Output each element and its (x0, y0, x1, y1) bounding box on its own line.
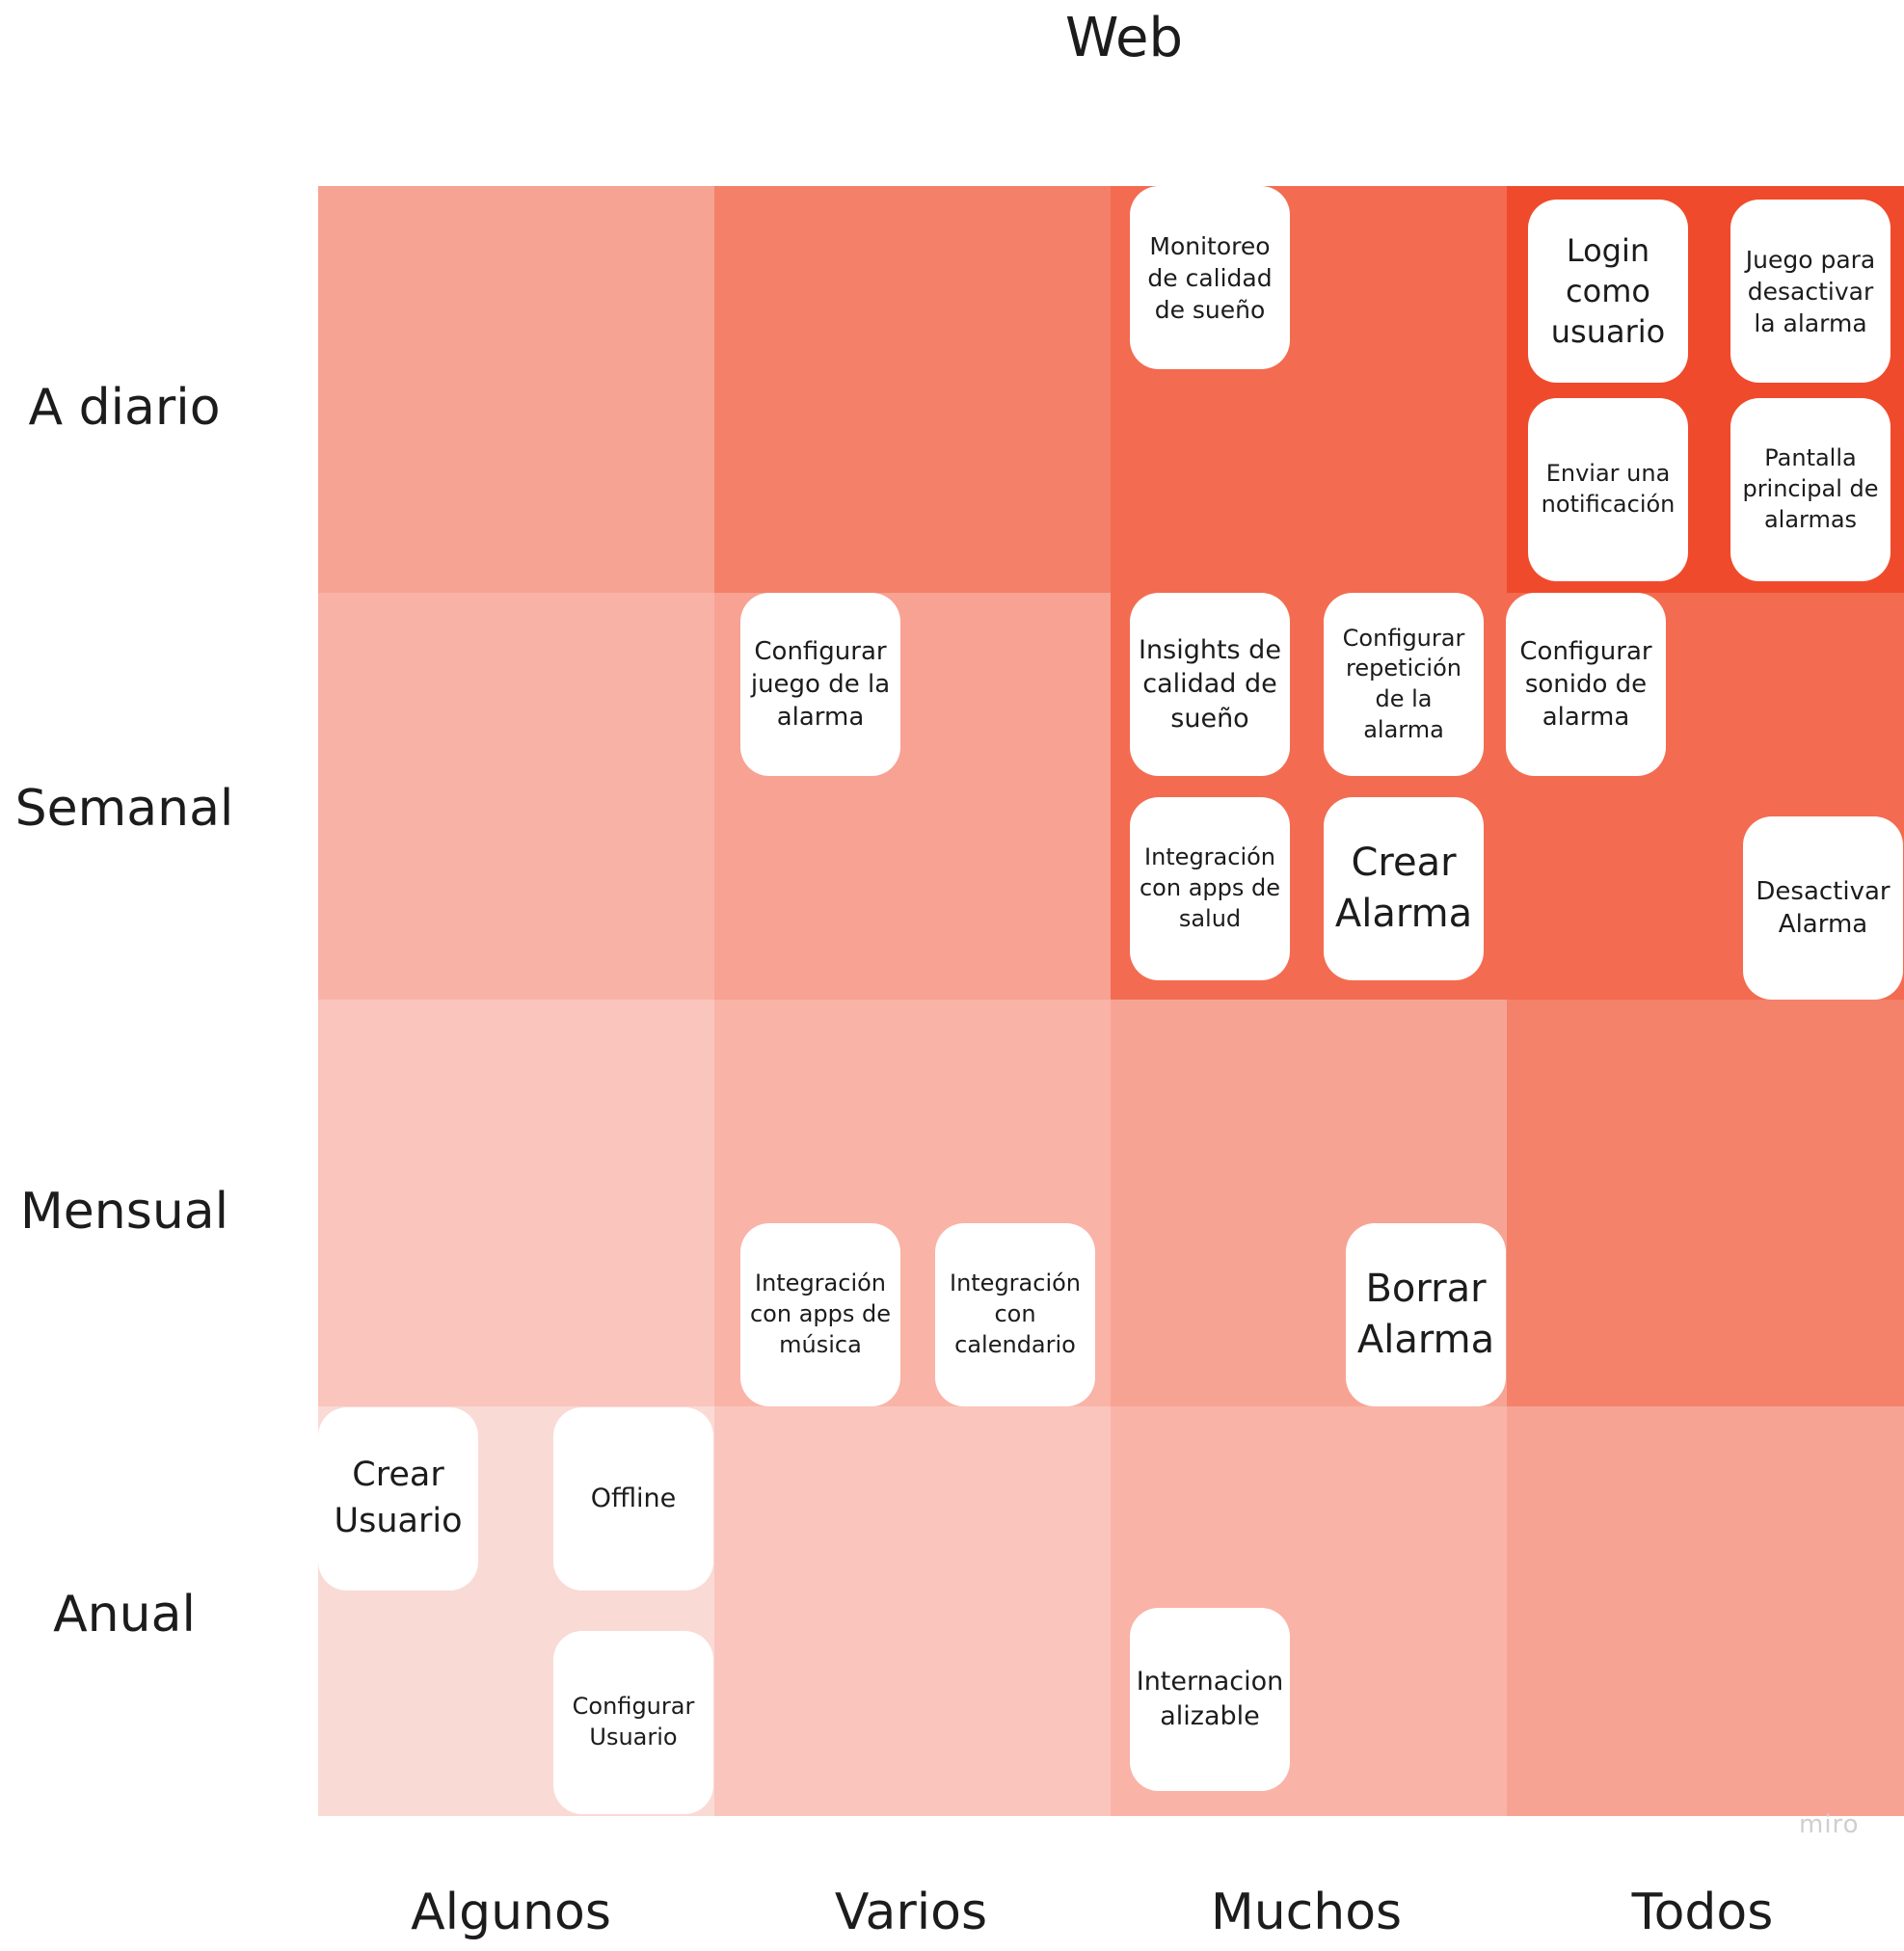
card-offline[interactable]: Offline (553, 1407, 713, 1590)
card-enviar-notificacion[interactable]: Enviar una notificación (1528, 398, 1688, 581)
column-label-varios: Varios (834, 1884, 988, 1941)
heat-cell (318, 593, 715, 1001)
card-pantalla-principal-alarmas[interactable]: Pantalla principal de alarmas (1730, 398, 1891, 581)
card-crear-usuario[interactable]: Crear Usuario (318, 1407, 478, 1590)
card-configurar-usuario[interactable]: Configurar Usuario (553, 1631, 713, 1814)
row-label-anual: Anual (53, 1586, 196, 1644)
card-configurar-repeticion-alarma[interactable]: Configurar repetición de la alarma (1324, 593, 1484, 776)
column-label-algunos: Algunos (411, 1884, 611, 1941)
row-label-mensual: Mensual (19, 1183, 229, 1241)
heat-cell (1507, 1406, 1904, 1816)
miro-watermark: miro (1799, 1810, 1860, 1839)
card-configurar-juego-alarma[interactable]: Configurar juego de la alarma (740, 593, 900, 776)
card-insights-calidad-sueno[interactable]: Insights de calidad de sueño (1130, 593, 1290, 776)
card-integracion-apps-musica[interactable]: Integración con apps de música (740, 1223, 900, 1406)
heat-cell (1507, 1000, 1904, 1407)
card-juego-desactivar-alarma[interactable]: Juego para desactivar la alarma (1730, 200, 1891, 383)
heat-cell (318, 186, 715, 594)
card-crear-alarma[interactable]: Crear Alarma (1324, 797, 1484, 980)
card-internacionalizable[interactable]: Internacion alizable (1130, 1608, 1290, 1791)
heat-cell (714, 186, 1112, 594)
board-title: Web (1064, 7, 1184, 69)
card-integracion-apps-salud[interactable]: Integración con apps de salud (1130, 797, 1290, 980)
card-configurar-sonido-alarma[interactable]: Configurar sonido de alarma (1506, 593, 1666, 776)
column-label-todos: Todos (1631, 1884, 1774, 1941)
card-integracion-calendario[interactable]: Integración con calendario (935, 1223, 1095, 1406)
card-login-como-usuario[interactable]: Login como usuario (1528, 200, 1688, 383)
row-label-a-diario: A diario (28, 379, 221, 437)
column-label-muchos: Muchos (1210, 1884, 1403, 1941)
heat-cell (714, 1406, 1112, 1816)
card-monitoreo-calidad-sueno[interactable]: Monitoreo de calidad de sueño (1130, 186, 1290, 369)
row-label-semanal: Semanal (14, 780, 234, 838)
heat-cell (318, 1000, 715, 1407)
card-desactivar-alarma[interactable]: Desactivar Alarma (1743, 816, 1903, 1000)
card-borrar-alarma[interactable]: Borrar Alarma (1346, 1223, 1506, 1406)
